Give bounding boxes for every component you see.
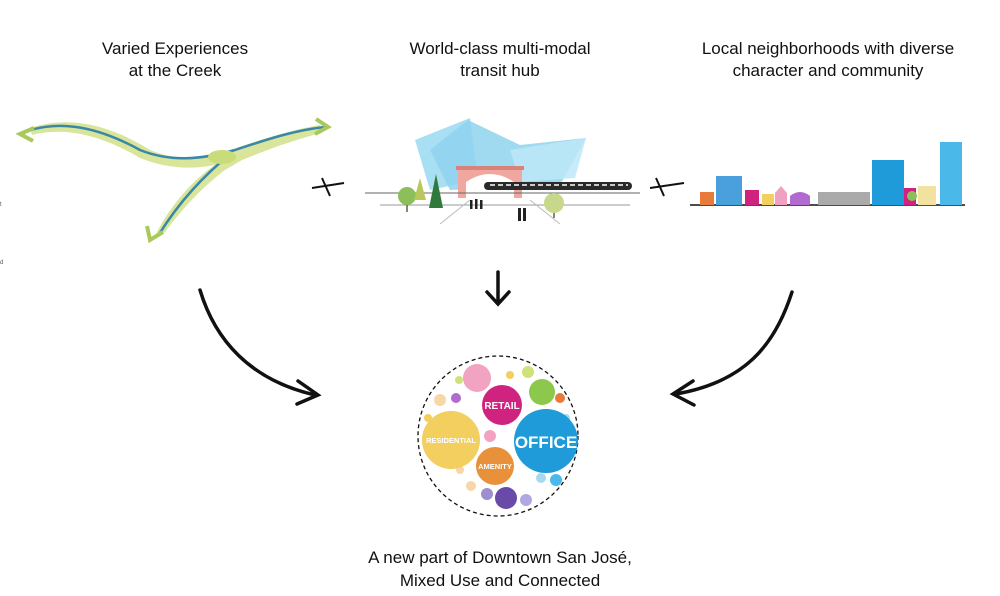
arrow-right-head <box>669 379 696 407</box>
caption: A new part of Downtown San José, Mixed U… <box>368 548 632 590</box>
trees-transit <box>398 174 564 218</box>
arrow-right-curve <box>674 290 794 396</box>
arrow-left-head <box>295 379 322 406</box>
heading-neighborhoods: Local neighborhoods with diverse charact… <box>701 39 955 80</box>
residential-bubble <box>422 411 480 469</box>
amenity-bubble <box>476 447 514 485</box>
retail-bubble <box>482 385 522 425</box>
label-amenity: AMENITY <box>478 462 512 471</box>
glass-canopy-front <box>510 138 586 182</box>
arrow-center-head <box>485 290 511 307</box>
dashed-boundary <box>417 355 579 517</box>
creek-arrow-left <box>15 126 35 143</box>
creek-map <box>15 117 332 244</box>
flow-arrows <box>198 270 794 407</box>
heading-transit: World-class multi-modal transit hub <box>409 39 591 80</box>
heading-creek: Varied Experiences at the Creek <box>101 39 249 80</box>
creek-arrow-right <box>314 117 332 136</box>
edge-mark-d: d <box>0 260 4 266</box>
transit-hub <box>365 118 640 225</box>
plaza-lines <box>439 199 561 225</box>
creek-water-main <box>21 124 326 160</box>
plus-sign-2 <box>649 177 685 197</box>
pedestrians <box>470 199 526 221</box>
office-bubble <box>514 409 578 473</box>
arrow-left-curve <box>198 288 317 397</box>
plus-sign-1 <box>311 177 345 197</box>
label-residential: RESIDENTIAL <box>426 436 476 445</box>
mixed-use-diagram: RETAIL OFFICE RESIDENTIAL AMENITY <box>417 355 579 517</box>
creek-park <box>208 150 236 164</box>
label-office: OFFICE <box>515 433 577 452</box>
station-roof <box>456 166 524 170</box>
label-retail: RETAIL <box>484 401 519 412</box>
neighborhood-skyline <box>690 142 965 206</box>
train <box>484 182 632 190</box>
creek-arrow-down <box>145 225 165 244</box>
edge-mark-t: t <box>0 202 2 208</box>
creek-greenbelt <box>30 122 322 236</box>
